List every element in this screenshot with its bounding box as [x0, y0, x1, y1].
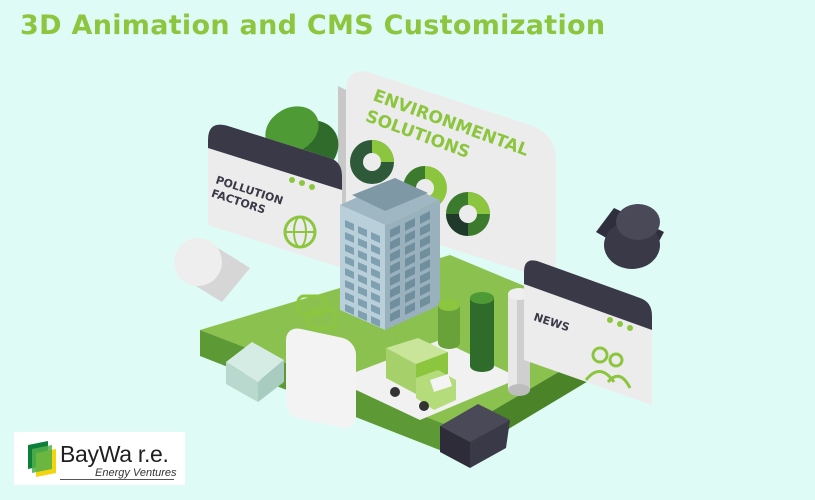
building-window [345, 292, 354, 303]
building-window [390, 309, 400, 322]
building-window [371, 256, 380, 267]
building-window [358, 262, 367, 273]
building-window [405, 290, 415, 303]
page-title: 3D Animation and CMS Customization [20, 10, 606, 41]
building-window [405, 218, 415, 231]
building-window [420, 223, 430, 236]
building-window [371, 268, 380, 279]
building-window [420, 235, 430, 248]
logo-divider [60, 479, 174, 480]
building-window [405, 254, 415, 267]
building-window [390, 285, 400, 298]
building-windows [345, 211, 430, 327]
pollution-factors-panel: POLLUTION FACTORS [208, 124, 342, 268]
building-window [345, 256, 354, 267]
building-window [345, 268, 354, 279]
building-window [371, 244, 380, 255]
building-window [420, 295, 430, 308]
building-window [345, 304, 354, 315]
building-window [371, 304, 380, 315]
building-window [420, 247, 430, 260]
building-window [405, 266, 415, 279]
logo-wordmark: BayWa r.e. [60, 441, 169, 467]
building-window [345, 220, 354, 231]
white-cylinder [174, 238, 250, 302]
building-window [358, 298, 367, 309]
donut-chart-icon [350, 140, 394, 184]
globe-icon [283, 215, 317, 249]
building-window [358, 286, 367, 297]
building-window [358, 250, 367, 261]
building-window [358, 226, 367, 237]
building-window [405, 302, 415, 315]
building-window [405, 278, 415, 291]
delivery-truck [386, 338, 456, 411]
building-window [358, 274, 367, 285]
building-window [371, 292, 380, 303]
dark-cube [440, 404, 510, 468]
building-window [345, 280, 354, 291]
building-window [371, 232, 380, 243]
building-window [358, 310, 367, 321]
building-window [420, 259, 430, 272]
dark-cylinder [596, 204, 664, 269]
chat-bubbles-icon [296, 294, 338, 330]
building-window [420, 211, 430, 224]
building-window [390, 249, 400, 262]
green-cylinder-small [438, 299, 460, 349]
building-window [405, 230, 415, 243]
building-window [345, 244, 354, 255]
building-window [390, 225, 400, 238]
baywa-logo-mark [28, 441, 56, 477]
building-window [420, 283, 430, 296]
logo-tagline: Energy Ventures [95, 467, 177, 479]
chat-card [286, 294, 356, 429]
news-panel: NEWS [524, 260, 652, 405]
building-window [390, 237, 400, 250]
building-window [390, 261, 400, 274]
building-window [405, 242, 415, 255]
building-window [371, 280, 380, 291]
building-window [420, 271, 430, 284]
building-window [390, 297, 400, 310]
pale-cube [226, 342, 284, 402]
donut-chart-icon [446, 192, 490, 236]
building-window [390, 273, 400, 286]
logo-container [14, 432, 185, 485]
building-window [358, 238, 367, 249]
dark-green-cylinder-small [470, 292, 494, 372]
users-icon [584, 346, 632, 389]
building-window [371, 316, 380, 327]
building-window [345, 232, 354, 243]
